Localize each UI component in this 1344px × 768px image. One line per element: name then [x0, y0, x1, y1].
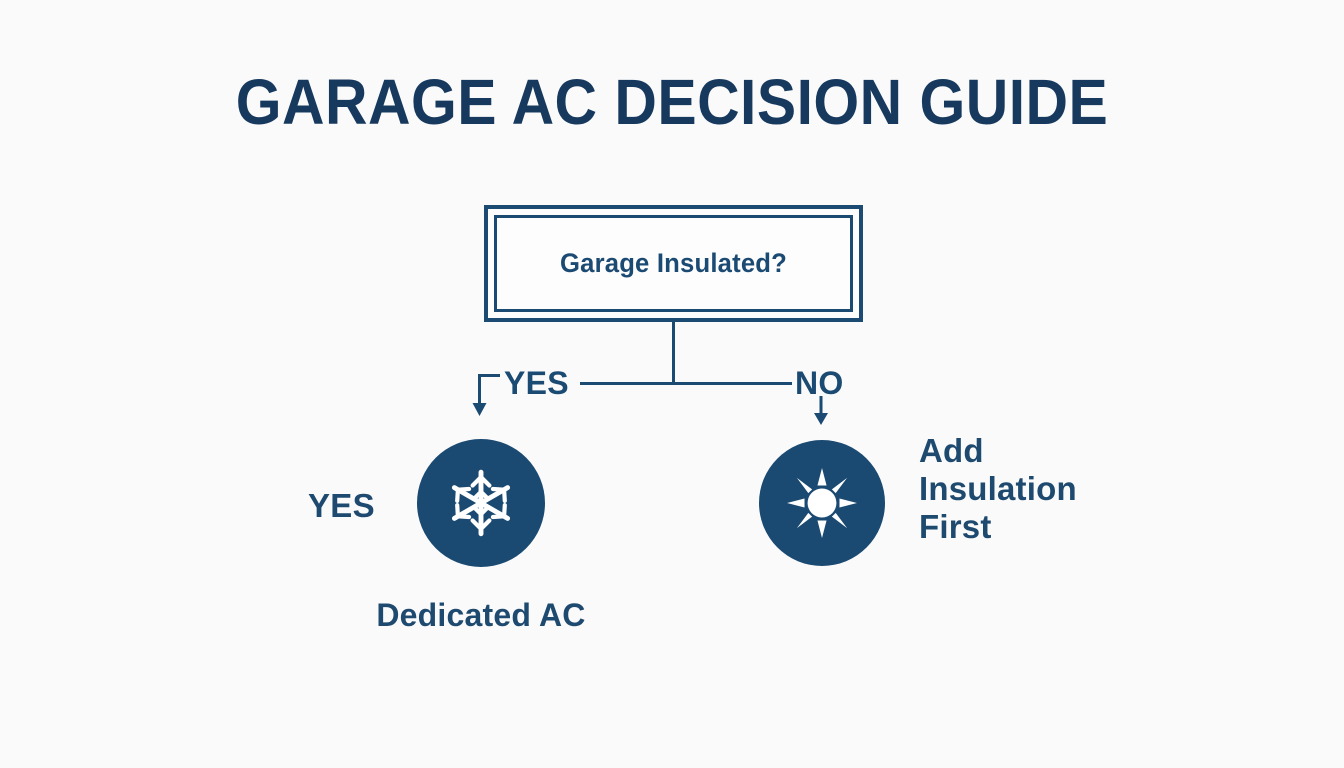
- outcome-circle-cooling: [417, 439, 545, 567]
- arrow-elbow-down-icon: [472, 374, 487, 416]
- outcome-label-yes: YES: [308, 487, 375, 524]
- decision-question-label: Garage Insulated?: [559, 248, 788, 278]
- outcome-caption-line-2: Insulation: [919, 470, 1077, 507]
- branch-label-no: NO: [795, 365, 844, 401]
- connector-horizontal-right: [675, 382, 792, 385]
- page-title: GARAGE AC DECISION GUIDE: [235, 66, 1109, 138]
- connector-horizontal-left: [580, 382, 675, 385]
- connector-vertical-stem: [672, 322, 675, 384]
- snowflake-icon: [451, 469, 511, 537]
- connector-yes-stub: [478, 374, 500, 377]
- decision-box-inner-frame: Garage Insulated?: [494, 215, 853, 312]
- outcome-circle-heat: [759, 440, 885, 566]
- outcome-caption-line-3: First: [919, 508, 992, 545]
- outcome-caption-dedicated-ac: Dedicated AC: [376, 597, 586, 633]
- sun-icon: [787, 468, 857, 538]
- arrow-down-icon: [814, 396, 828, 425]
- branch-label-yes: YES: [504, 365, 569, 401]
- outcome-caption-line-1: Add: [919, 432, 984, 469]
- decision-box: Garage Insulated?: [484, 205, 863, 322]
- outcome-caption-add-insulation: Add Insulation First: [919, 432, 1077, 546]
